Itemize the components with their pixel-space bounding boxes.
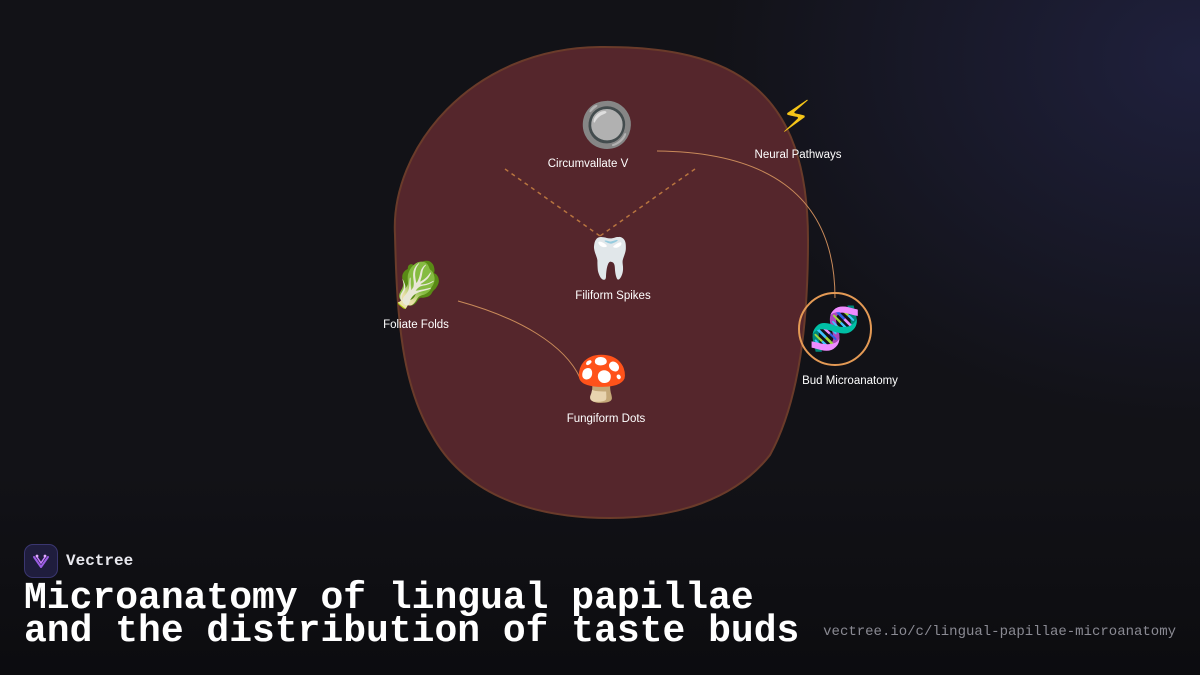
vectree-logo-icon xyxy=(24,544,58,578)
neural-pathways-node[interactable]: ⚡ xyxy=(781,96,812,140)
fungiform-node[interactable]: 🍄 xyxy=(575,358,630,402)
foliate-node[interactable]: 🥬 xyxy=(391,264,446,308)
gray-disc-icon: 🔘 xyxy=(579,100,635,151)
curve-connector-foliate-fungiform xyxy=(457,300,581,379)
filiform-label: Filiform Spikes xyxy=(575,290,651,302)
bud-microanatomy-label: Bud Microanatomy xyxy=(802,375,898,387)
brand[interactable]: Vectree xyxy=(24,544,133,578)
mushroom-icon: 🍄 xyxy=(574,354,630,405)
dashed-connector-left xyxy=(504,168,601,237)
fungiform-label: Fungiform Dots xyxy=(566,413,646,425)
dashed-connector-right xyxy=(599,168,696,237)
lightning-icon: ⚡ xyxy=(780,92,812,143)
circumvallate-label: Circumvallate V xyxy=(547,158,629,170)
foliate-label: Foliate Folds xyxy=(383,319,449,331)
curve-connector-neural-bud xyxy=(656,150,836,299)
leafy-green-icon: 🥬 xyxy=(390,260,446,311)
filiform-node[interactable]: 🦷 xyxy=(585,239,635,279)
neural-pathways-label: Neural Pathways xyxy=(754,149,842,161)
circumvallate-node[interactable]: 🔘 xyxy=(580,104,635,148)
page-title: Microanatomy of lingual papillae and the… xyxy=(24,577,800,653)
dna-icon: 🧬 xyxy=(808,304,862,353)
source-url[interactable]: vectree.io/c/lingual-papillae-microanato… xyxy=(823,624,1176,640)
tooth-icon: 🦷 xyxy=(585,236,635,282)
brand-name: Vectree xyxy=(66,552,134,570)
tongue-shape xyxy=(393,45,810,520)
bud-microanatomy-node[interactable]: 🧬 xyxy=(798,292,872,366)
